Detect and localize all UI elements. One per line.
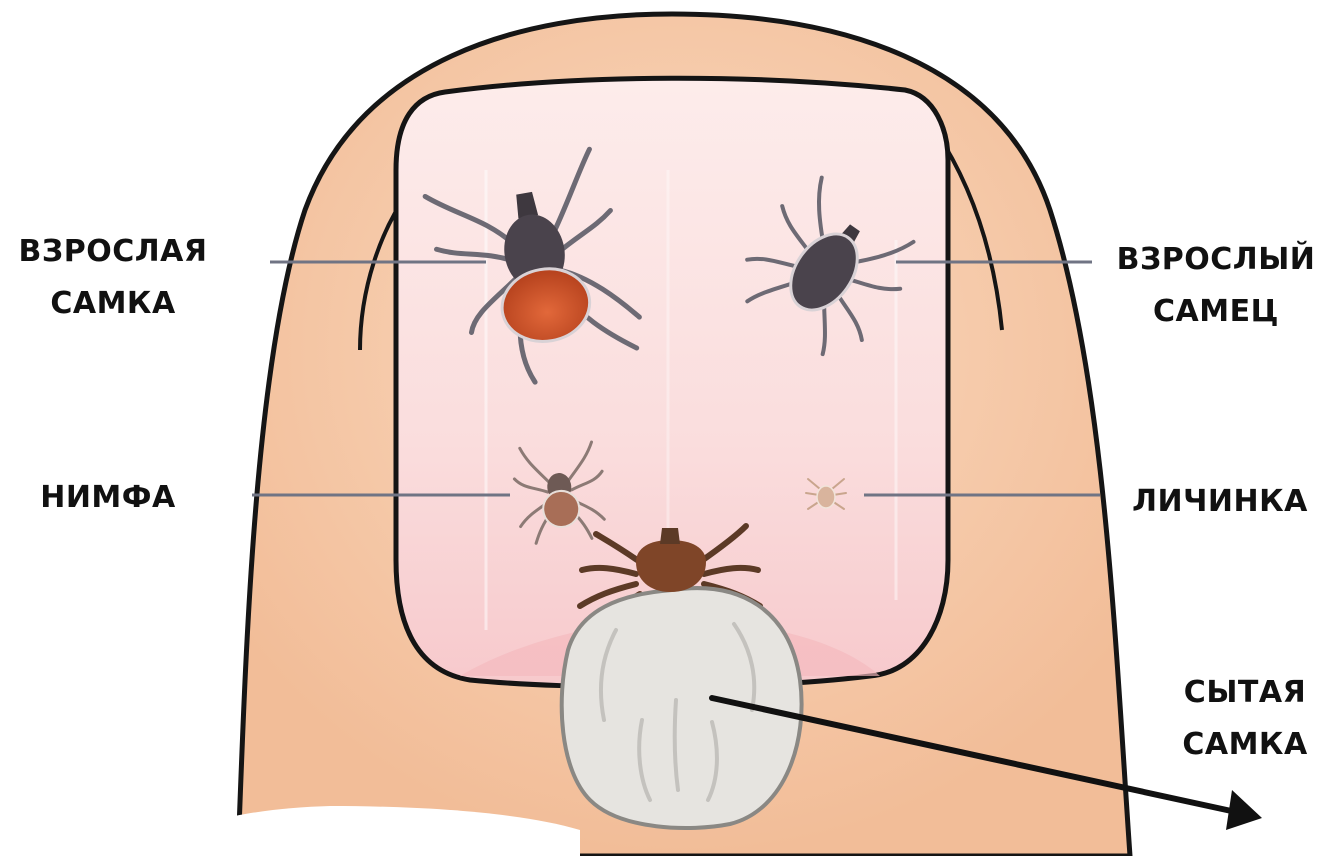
label-adult-male-line1: ВЗРОСЛЫЙ xyxy=(1098,234,1334,286)
engorged-head xyxy=(636,540,706,592)
label-larva: ЛИЧИНКА xyxy=(1112,476,1328,528)
label-engorged-female-line2: САМКА xyxy=(1150,719,1339,771)
label-engorged-female-line1: СЫТАЯ xyxy=(1150,667,1339,719)
label-adult-female-line2: САМКА xyxy=(4,278,222,330)
label-nymph-text: НИМФА xyxy=(18,472,198,524)
label-adult-male: ВЗРОСЛЫЙ САМЕЦ xyxy=(1098,234,1334,338)
label-nymph: НИМФА xyxy=(18,472,198,524)
label-adult-female: ВЗРОСЛАЯ САМКА xyxy=(4,226,222,330)
label-adult-female-line1: ВЗРОСЛАЯ xyxy=(4,226,222,278)
label-engorged-female: СЫТАЯ САМКА xyxy=(1150,667,1339,771)
label-adult-male-line2: САМЕЦ xyxy=(1098,286,1334,338)
label-larva-text: ЛИЧИНКА xyxy=(1112,476,1328,528)
